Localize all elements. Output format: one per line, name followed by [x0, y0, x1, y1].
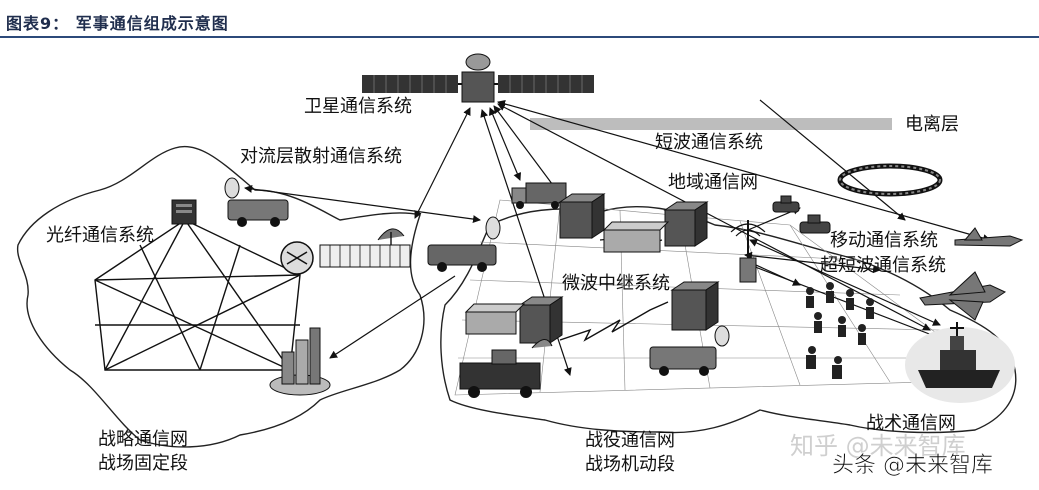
label-area-network: 地域通信网 — [668, 172, 758, 193]
label-fiber: 光纤通信系统 — [46, 225, 154, 246]
city-buildings-icon — [269, 327, 331, 396]
soldier-icons — [806, 282, 874, 379]
label-mobile: 移动通信系统 — [830, 230, 938, 251]
antenna-tower-icon — [730, 220, 766, 283]
aircraft-icons — [919, 227, 1024, 321]
military-communication-diagram: 卫星通信系统 电离层 对流层散射通信系统 短波通信系统 地域通信网 光纤通信系统… — [16, 53, 1024, 478]
warship-icon — [905, 322, 1015, 403]
header-rule — [0, 36, 1039, 38]
label-campaign-mobile: 战场机动段 — [585, 454, 675, 475]
campaign-truck-icon — [459, 339, 553, 398]
campaign-hummer-icon — [649, 325, 730, 376]
fiber-node-icon — [171, 199, 197, 225]
router-icon — [280, 241, 314, 275]
label-troposcatter: 对流层散射通信系统 — [240, 146, 402, 167]
label-campaign-net: 战役通信网 — [585, 430, 675, 451]
label-satellite: 卫星通信系统 — [304, 96, 412, 117]
radar-vehicle-icon — [427, 216, 501, 272]
label-ultrashortwave: 超短波通信系统 — [820, 255, 946, 276]
ground-station-icon — [319, 228, 411, 268]
truck-icon — [511, 182, 567, 209]
ionosphere-bar — [530, 118, 892, 130]
label-strategic-net: 战略通信网 — [98, 429, 188, 450]
strategic-region-outline — [16, 145, 425, 448]
troposcatter-vehicle-icon — [224, 177, 289, 227]
watermark-bold: 头条 @未来智库 — [832, 453, 993, 478]
label-microwave-relay: 微波中继系统 — [562, 273, 670, 294]
label-strategic-fixed: 战场固定段 — [98, 453, 188, 474]
airship-icon — [837, 163, 943, 197]
tank-icons — [772, 195, 831, 234]
switch-node-icons — [518, 193, 720, 344]
figure-header: 图表9： 军事通信组成示意图 — [0, 0, 1039, 40]
fiber-optic-mesh — [94, 219, 301, 371]
microwave-link — [559, 301, 669, 342]
label-tactical-net: 战术通信网 — [866, 413, 956, 434]
watermark-faint: 知乎 @未来智库 — [790, 432, 966, 460]
label-ionosphere: 电离层 — [905, 114, 959, 135]
shelter-icons — [464, 221, 670, 335]
satellite-icon — [362, 53, 594, 103]
label-shortwave: 短波通信系统 — [655, 132, 763, 153]
figure-caption: 图表9： 军事通信组成示意图 — [6, 14, 229, 33]
